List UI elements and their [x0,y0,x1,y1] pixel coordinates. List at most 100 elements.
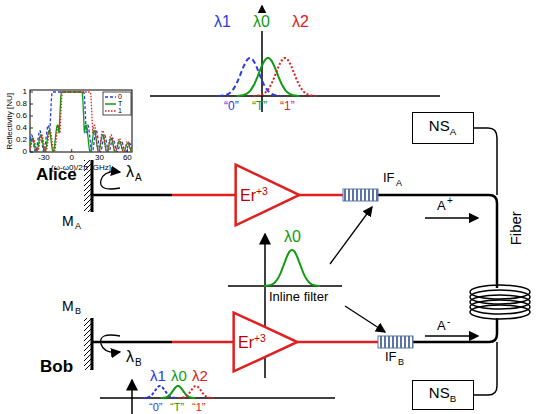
superscript: +3 [254,333,266,344]
legend-line [105,103,116,105]
noise-lead [474,342,497,395]
party-name: Bob [40,358,73,377]
axis-title: Reflectivity [NU] [6,93,15,150]
tick [71,149,72,152]
tick-label: 0.6 [16,112,27,121]
legend-text: T [118,100,122,108]
wavelength-label: λ [126,163,134,181]
doped-fiber [299,194,343,197]
tick-label: 1 [23,88,27,97]
fiber-line [92,194,172,197]
fiber-line [378,195,497,288]
node-label: Er [238,334,254,351]
subscript: B [450,393,457,404]
noise-source-box: NSB [412,380,474,410]
subscript: A [396,179,402,189]
node-text: Er+3 [240,186,268,205]
triangle-outline [234,313,298,372]
filter-label: IF [383,171,395,185]
direction-arrow [425,217,478,218]
tick-label: 0.2 [16,136,27,145]
legend-line [105,96,116,98]
axis [100,397,335,399]
node-label: NS [429,384,450,401]
filter-label: IF [385,350,397,364]
wavelength-label: λ1 [150,368,166,385]
doped-fiber [172,194,236,197]
grating-filter [343,189,378,201]
spectrum-peak [264,250,320,286]
mirror-hatch [84,318,92,370]
wavelength-label: λ0 [284,228,301,246]
subscript: B [398,358,404,368]
reflectivity-curve [30,92,132,152]
doped-fiber [172,341,234,344]
reflectivity-curve [30,92,132,152]
tick-label: 0.8 [16,100,27,109]
plot-frame [30,90,132,152]
tick-label: 0 [70,154,74,163]
triangle-outline [236,165,300,226]
fiber-label: Fiber [508,211,525,245]
field-label: A [437,199,446,213]
pointer-arrow [345,306,385,332]
fiber-coil [470,285,530,319]
tick-label: 30 [95,154,104,163]
amplifier-triangle: Er+3 [235,164,300,226]
legend-text: 0 [118,93,122,101]
node-label: Er [240,187,256,204]
axis [228,285,342,287]
wavelength-label: λ0 [171,368,187,385]
subscript: A [450,126,457,137]
tick-label: 0 [23,148,27,157]
spectrum-peak [179,386,214,398]
bit-label: “1” [280,100,295,113]
filter-label: Inline filter [268,290,329,304]
axis [131,380,133,414]
subscript: B [135,357,142,368]
tick [30,152,33,153]
tick-label: 0.4 [16,124,27,133]
node-text: NSB [429,385,456,405]
wavelength-label: λ2 [291,13,310,31]
bit-label: “T” [252,100,267,113]
mirror [91,318,94,370]
legend-line [105,110,116,112]
legend-text: 1 [118,107,122,115]
superscript: - [447,316,450,327]
pointer-arrow [330,207,372,264]
tick-label: 60 [123,154,132,163]
tick-label: -30 [38,154,50,163]
wavelength-label: λ0 [252,13,271,31]
bit-label: “0” [149,401,162,413]
direction-arrow [425,335,478,336]
spectrum-peak [254,58,317,96]
wavelength-label: λ2 [192,368,208,385]
tick [30,116,33,117]
node-text: NSA [429,118,456,138]
bit-label: “0” [224,100,239,113]
subscript: A [75,222,81,232]
fiber-line [92,341,172,344]
reflectivity-curve [30,92,132,152]
bit-label: “1” [192,401,205,413]
noise-source-box: NSA [412,112,474,144]
amplifier-triangle: Er+3 [233,312,298,372]
wavelength-label: λ [126,348,134,366]
tick [30,104,33,105]
tick [30,92,33,93]
legend-box [103,92,131,115]
mirror-label: M [62,299,74,314]
party-name: Alice [36,166,77,185]
wavelength-label: λ1 [213,13,232,31]
noise-lead [474,128,497,195]
bit-label: “T” [170,401,184,413]
superscript: +3 [256,186,268,197]
tick [30,128,33,129]
subscript: B [75,307,81,317]
fiber-line [413,318,497,342]
grating-filter [378,336,413,348]
reflection-arrow [101,172,120,189]
subscript: A [135,172,142,183]
